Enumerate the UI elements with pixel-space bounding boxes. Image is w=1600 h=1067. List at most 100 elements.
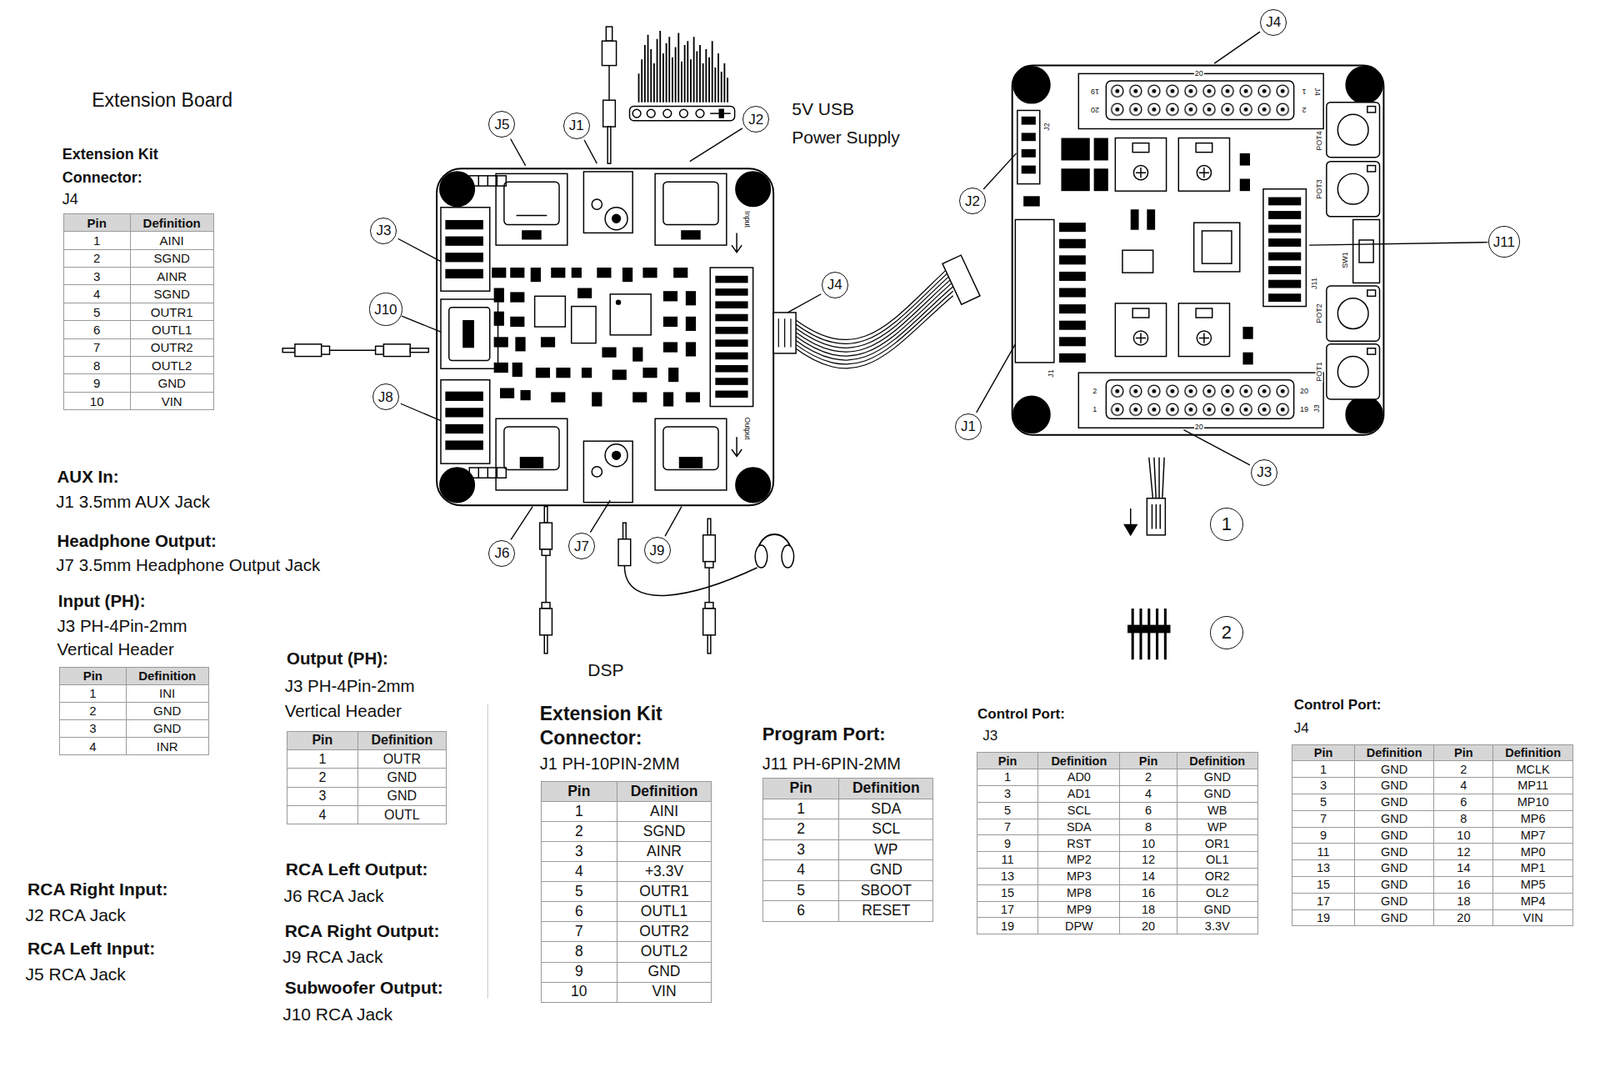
extension-board bbox=[601, 347, 616, 358]
table-cell: MP1 bbox=[1493, 860, 1573, 876]
callout-number: J3 bbox=[375, 223, 391, 238]
ribbon-cable bbox=[794, 281, 954, 356]
text-block: Extension Kit Connector: bbox=[540, 701, 699, 750]
text-block: J4 bbox=[62, 190, 79, 210]
callout-circle: J2 bbox=[959, 187, 986, 215]
dsp-board bbox=[1326, 102, 1380, 158]
table-cell: 9 bbox=[1292, 827, 1355, 844]
dsp-board bbox=[1337, 114, 1369, 145]
silkscreen-label: SW1 bbox=[1340, 250, 1349, 270]
extension-board bbox=[510, 267, 525, 278]
extension-board bbox=[596, 267, 611, 278]
table-cell: OUTR2 bbox=[130, 339, 214, 356]
table-header: Pin bbox=[541, 781, 617, 801]
table-cell: GND bbox=[839, 860, 933, 880]
silkscreen-label: Input bbox=[743, 210, 751, 229]
callout-circle: J3 bbox=[1250, 459, 1278, 486]
table-cell: 17 bbox=[1292, 893, 1355, 910]
table-cell: 1 bbox=[763, 799, 840, 820]
table-cell: 8 bbox=[1120, 819, 1177, 835]
table-cell: 1 bbox=[287, 750, 358, 768]
dsp-board bbox=[1132, 308, 1150, 318]
leader-line bbox=[976, 344, 1016, 413]
table-cell: 7 bbox=[977, 819, 1039, 835]
table-cell: GND bbox=[1355, 876, 1435, 893]
extension-board bbox=[550, 267, 565, 278]
table-header: Definition bbox=[1355, 745, 1435, 761]
table-cell: RESET bbox=[839, 900, 933, 921]
callout-number: J8 bbox=[378, 390, 394, 405]
extension-board bbox=[710, 267, 753, 407]
dsp-board bbox=[1268, 197, 1301, 206]
extension-board bbox=[535, 295, 566, 327]
dsp-board bbox=[1268, 210, 1301, 220]
table-cell: 15 bbox=[977, 885, 1039, 901]
audio-cable bbox=[605, 26, 612, 41]
table-cell: 19 bbox=[1292, 910, 1355, 926]
connector-detail bbox=[1124, 457, 1170, 660]
label-text: Extension Board bbox=[91, 89, 233, 113]
extension-board bbox=[449, 307, 490, 361]
audio-cable bbox=[321, 345, 330, 355]
table-cell: +3.3V bbox=[617, 861, 712, 881]
dsp-board bbox=[1201, 230, 1232, 264]
table-cell: 14 bbox=[1434, 860, 1493, 876]
table-cell: 11 bbox=[1292, 843, 1355, 860]
table-cell: 4 bbox=[60, 737, 126, 755]
table-cell: MP4 bbox=[1493, 893, 1573, 910]
table-cell: 10 bbox=[1120, 835, 1177, 851]
dsp-board bbox=[1199, 167, 1210, 178]
dsp-board bbox=[1060, 168, 1090, 191]
silkscreen-block: 20 bbox=[1194, 70, 1205, 78]
table-cell: AD0 bbox=[1038, 769, 1120, 785]
audio-cable bbox=[703, 608, 716, 635]
table-cell: GND bbox=[358, 768, 447, 786]
label-text: J5 RCA Jack bbox=[25, 963, 126, 985]
extension-board bbox=[583, 171, 633, 233]
dsp-board bbox=[1199, 332, 1210, 343]
table-cell: 7 bbox=[1292, 810, 1355, 827]
callout-number: J2 bbox=[748, 112, 764, 127]
table-cell: 1 bbox=[541, 801, 617, 821]
table-cell: GND bbox=[617, 962, 712, 982]
table-cell: 2 bbox=[763, 819, 840, 840]
section-heading: Control Port: bbox=[1294, 696, 1382, 714]
section-heading: RCA Left Input: bbox=[27, 937, 155, 959]
table-cell: GND bbox=[126, 702, 209, 720]
table-cell: 2 bbox=[541, 821, 617, 841]
text-block: 5V USB Power Supply bbox=[791, 95, 905, 152]
dsp-board bbox=[1059, 353, 1086, 363]
leader-line bbox=[510, 506, 533, 540]
audio-cable bbox=[383, 344, 410, 357]
connector-detail bbox=[1130, 508, 1131, 527]
table-cell: 3 bbox=[763, 840, 840, 860]
extension-board bbox=[673, 267, 688, 278]
leader-line bbox=[690, 128, 743, 162]
audio-cable bbox=[703, 535, 716, 562]
extension-board bbox=[540, 336, 555, 347]
table-header: Definition bbox=[130, 214, 214, 231]
audio-cable bbox=[545, 555, 546, 602]
extension-board bbox=[591, 466, 602, 477]
table-cell: GND bbox=[1355, 827, 1435, 844]
leader-line bbox=[787, 294, 821, 313]
table-cell: GND bbox=[358, 787, 447, 805]
extension-board bbox=[685, 391, 700, 402]
table-cell: OUTR2 bbox=[617, 921, 712, 941]
dsp-board bbox=[1094, 168, 1109, 191]
extension-board bbox=[494, 311, 505, 326]
extension-board bbox=[469, 175, 506, 186]
silkscreen-label: POT3 bbox=[1315, 178, 1324, 200]
audio-cable bbox=[601, 40, 616, 65]
table-cell: INR bbox=[126, 737, 209, 755]
table-cell: MP3 bbox=[1038, 868, 1120, 885]
callout-circle: J4 bbox=[821, 271, 849, 299]
dsp-board bbox=[1133, 330, 1148, 345]
silkscreen-label: J3 bbox=[1312, 403, 1320, 414]
dsp-board bbox=[1105, 380, 1294, 420]
silkscreen-label: 2 bbox=[1300, 105, 1307, 114]
extension-board bbox=[520, 390, 530, 400]
dsp-board bbox=[1195, 308, 1213, 318]
extension-board bbox=[530, 267, 541, 282]
callout-number: J1 bbox=[960, 419, 976, 434]
